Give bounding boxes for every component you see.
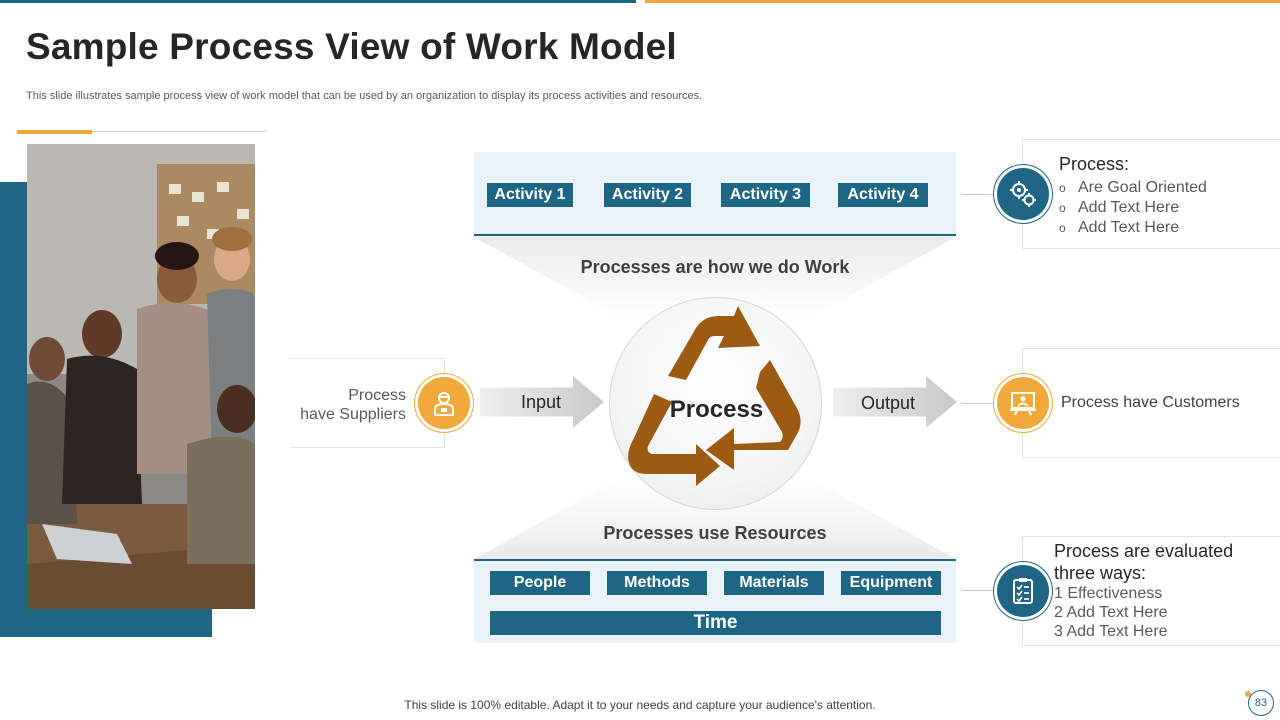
evaluation-title-1: Process are evaluated xyxy=(1054,541,1234,561)
process-callout xyxy=(1022,139,1280,249)
title-underline-rule xyxy=(92,131,267,132)
output-label: Output xyxy=(861,393,916,413)
caption-resources: Processes use Resources xyxy=(603,523,827,543)
team-photo xyxy=(27,144,255,609)
title-underline-accent xyxy=(17,130,92,134)
customers-text: Process have Customers xyxy=(1061,394,1240,411)
suppliers-line-2: have Suppliers xyxy=(300,406,406,423)
customers-icon-badge xyxy=(997,377,1049,429)
customers-callout xyxy=(1022,348,1280,458)
evaluation-item-1: 1 Effectiveness xyxy=(1054,585,1163,602)
bullet-glyph: o xyxy=(1059,181,1066,195)
evaluation-item-2: 2 Add Text Here xyxy=(1054,604,1168,621)
checklist-icon xyxy=(1013,578,1033,604)
evaluation-item-3: 3 Add Text Here xyxy=(1054,623,1168,640)
activity-chip-3: Activity 3 xyxy=(721,183,810,207)
evaluation-title-2: three ways: xyxy=(1054,563,1147,583)
bullet-glyph: o xyxy=(1059,201,1066,215)
gears-icon xyxy=(1010,181,1036,207)
recycle-arrows-icon xyxy=(628,306,801,486)
top-accent-bar-blue xyxy=(0,0,636,3)
evaluation-icon-badge xyxy=(997,565,1049,617)
page-number: 83 xyxy=(1248,690,1274,716)
input-label: Input xyxy=(521,392,562,412)
connector-customers xyxy=(962,403,1000,404)
footer-note: This slide is 100% editable. Adapt it to… xyxy=(404,698,876,712)
top-accent-bar-orange xyxy=(645,0,1280,3)
resource-chip-equipment: Equipment xyxy=(841,571,941,595)
process-label: Process xyxy=(669,396,764,423)
caption-work: Processes are how we do Work xyxy=(580,257,850,277)
activity-chip-1: Activity 1 xyxy=(487,183,573,207)
connector-evaluation xyxy=(962,590,1000,591)
page-number-dot xyxy=(1245,691,1251,697)
time-bar: Time xyxy=(490,611,941,635)
suppliers-icon-badge xyxy=(418,377,470,429)
evaluation-callout xyxy=(1022,536,1280,646)
bullet-glyph: o xyxy=(1059,221,1066,235)
resource-chip-materials: Materials xyxy=(724,571,824,595)
process-bullet-1-text: Are Goal Oriented xyxy=(1078,179,1207,196)
resource-chip-people: People xyxy=(490,571,590,595)
page-subtitle: This slide illustrates sample process vi… xyxy=(26,90,703,102)
evaluation-box-content: Process are evaluated three ways: 1 Effe… xyxy=(1054,540,1274,641)
process-bullet-2-text: Add Text Here xyxy=(1078,199,1180,216)
process-bullet-1: o Are Goal Oriented xyxy=(1059,178,1259,198)
process-bullet-3-text: Add Text Here xyxy=(1078,219,1180,236)
suppliers-line-1: Process xyxy=(348,387,406,404)
process-icon-badge xyxy=(997,168,1049,220)
presentation-icon xyxy=(1010,392,1036,416)
process-bullet-2: o Add Text Here xyxy=(1059,198,1259,218)
connector-process xyxy=(962,194,1000,195)
suppliers-text: Process have Suppliers xyxy=(290,386,406,424)
worker-icon xyxy=(434,392,454,416)
activity-chip-4: Activity 4 xyxy=(838,183,928,207)
page-title: Sample Process View of Work Model xyxy=(26,26,677,67)
activity-chip-2: Activity 2 xyxy=(604,183,691,207)
resource-chip-methods: Methods xyxy=(607,571,707,595)
process-circle: Process xyxy=(609,297,822,510)
process-bullet-3: o Add Text Here xyxy=(1059,218,1259,238)
process-box-title: Process: xyxy=(1059,154,1130,174)
